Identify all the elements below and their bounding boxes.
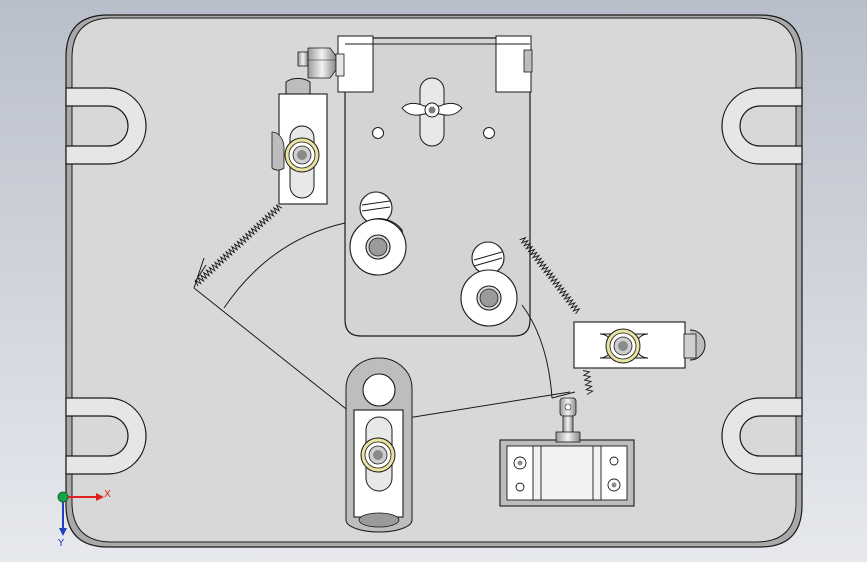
slot-top-left	[65, 87, 147, 165]
slide-block-right[interactable]	[573, 321, 706, 369]
sector-arc-right	[521, 304, 553, 399]
y-axis-label: Y	[57, 538, 65, 549]
slot-bottom-left	[65, 397, 147, 475]
x-axis-label: X	[104, 489, 111, 500]
eccentric-disc-lower[interactable]	[460, 269, 518, 327]
spring-short-coil	[582, 370, 594, 395]
z-axis-icon	[57, 491, 69, 503]
sector-arc-left	[223, 222, 346, 309]
bracket-hole-right	[483, 127, 495, 139]
slide-block-top-left[interactable]	[271, 77, 328, 205]
cylinder-clamp[interactable]	[499, 397, 635, 507]
adjust-screw-lower[interactable]	[471, 241, 505, 275]
slot-bottom-right	[721, 397, 803, 475]
spring-left-coil	[194, 204, 283, 287]
cable-bottom	[394, 391, 571, 421]
spring-cable-system	[193, 204, 594, 421]
cable-left-lower	[193, 287, 356, 417]
hex-nut-icon	[297, 47, 345, 79]
washer-gold-icon	[284, 137, 320, 173]
slide-block-bottom[interactable]	[345, 357, 413, 533]
eccentric-disc-upper[interactable]	[349, 218, 407, 276]
spring-left	[194, 264, 207, 283]
washer-gold-icon	[605, 328, 641, 364]
slot-top-right	[721, 87, 803, 165]
center-bracket[interactable]	[297, 35, 533, 337]
spring-right-coil	[519, 236, 581, 315]
bracket-hole-left	[372, 127, 384, 139]
wing-nut-icon[interactable]	[401, 102, 463, 118]
coordinate-triad: X Y	[57, 489, 111, 549]
washer-gold-icon	[360, 437, 396, 473]
